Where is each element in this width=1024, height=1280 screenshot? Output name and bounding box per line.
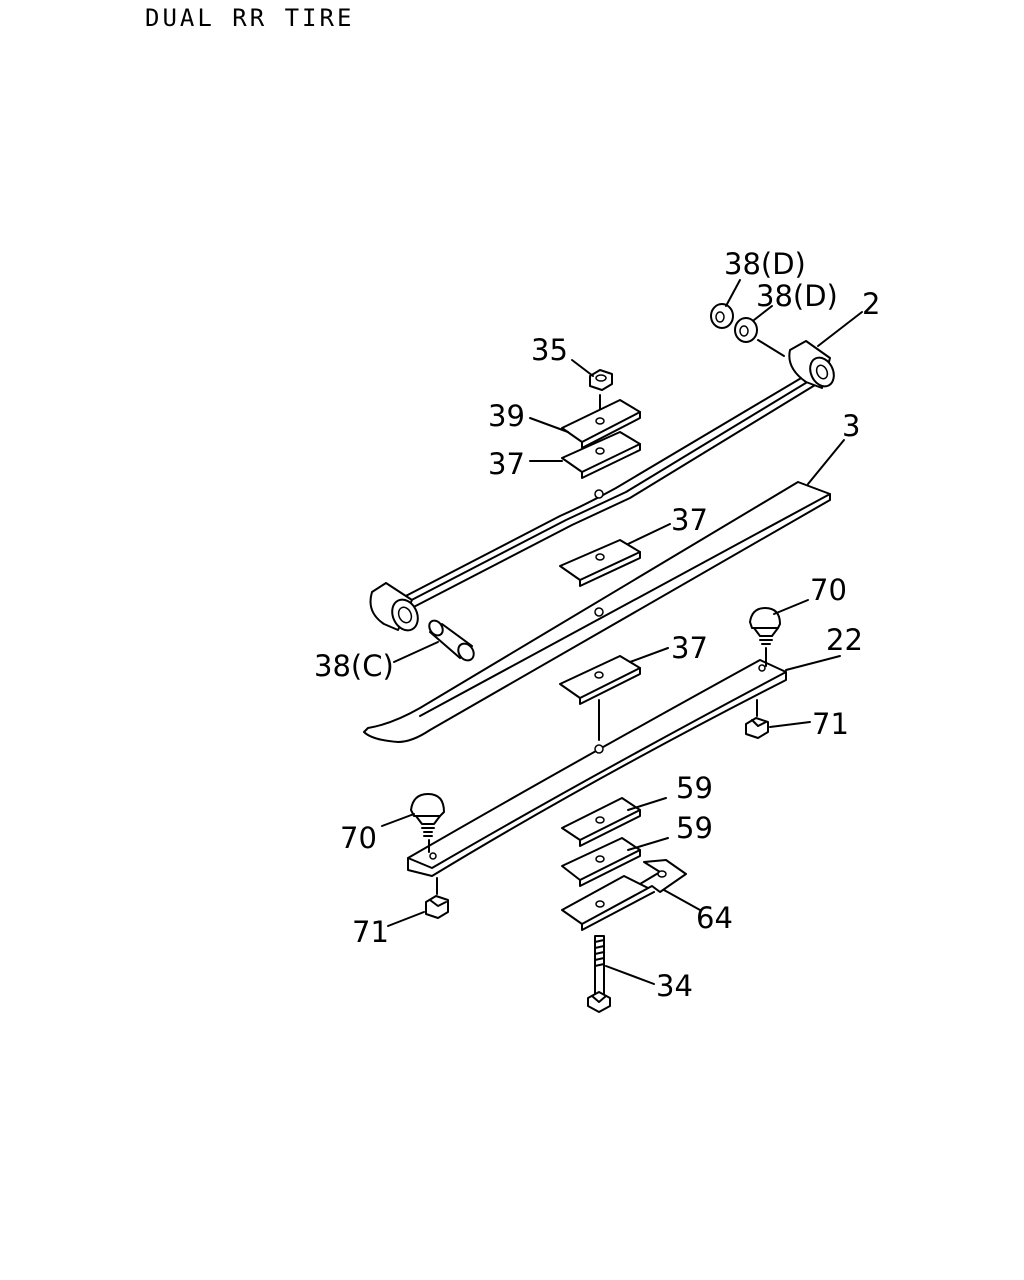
plate-37-top — [561, 431, 641, 479]
callout-70-left: 70 — [340, 821, 377, 855]
leaf-eye-front — [369, 582, 419, 632]
plate-37-low — [559, 655, 641, 705]
callout-35: 35 — [531, 333, 568, 367]
stopper-70-right — [749, 607, 781, 645]
callout-70-right: 70 — [810, 573, 847, 607]
callout-22: 22 — [826, 623, 863, 657]
bolt-34 — [587, 935, 611, 1013]
plate-37-mid — [559, 539, 641, 587]
spacer-59-b — [561, 837, 641, 887]
callout-39: 39 — [488, 399, 525, 433]
callout-37-top: 37 — [488, 447, 525, 481]
callout-37-low: 37 — [671, 631, 708, 665]
spacer-59-a — [561, 797, 641, 847]
callout-34: 34 — [656, 969, 693, 1003]
callout-64: 64 — [696, 901, 733, 935]
leaf-3 — [363, 481, 831, 743]
bushing-38d-b — [734, 317, 758, 343]
callout-38d-upper: 38(D) — [724, 247, 806, 281]
callout-38d-lower: 38(D) — [756, 279, 838, 313]
bushing-38d-a — [710, 303, 734, 329]
bushing-38c — [428, 619, 475, 662]
callout-38c: 38(C) — [314, 649, 394, 683]
callout-71-left: 71 — [352, 915, 389, 949]
callout-3: 3 — [842, 409, 860, 443]
callout-59-lower: 59 — [676, 811, 713, 845]
plate-39 — [561, 399, 641, 449]
nut-35 — [589, 369, 613, 391]
callout-71-right: 71 — [812, 707, 849, 741]
plate-64 — [561, 859, 687, 931]
page-title: DUAL RR TIRE — [145, 4, 355, 32]
leader-lines — [381, 279, 863, 985]
callout-labels: 38(D) 38(D) 2 35 39 37 3 37 70 22 37 71 … — [314, 247, 880, 1003]
leaf-eye-rear — [788, 340, 835, 389]
helper-leaf-22 — [407, 659, 787, 877]
stopper-70-left — [410, 793, 445, 837]
callout-37-mid: 37 — [671, 503, 708, 537]
callout-2: 2 — [862, 287, 880, 321]
callout-59-upper: 59 — [676, 771, 713, 805]
nut-71-right — [745, 717, 769, 739]
nut-71-left — [425, 895, 449, 919]
